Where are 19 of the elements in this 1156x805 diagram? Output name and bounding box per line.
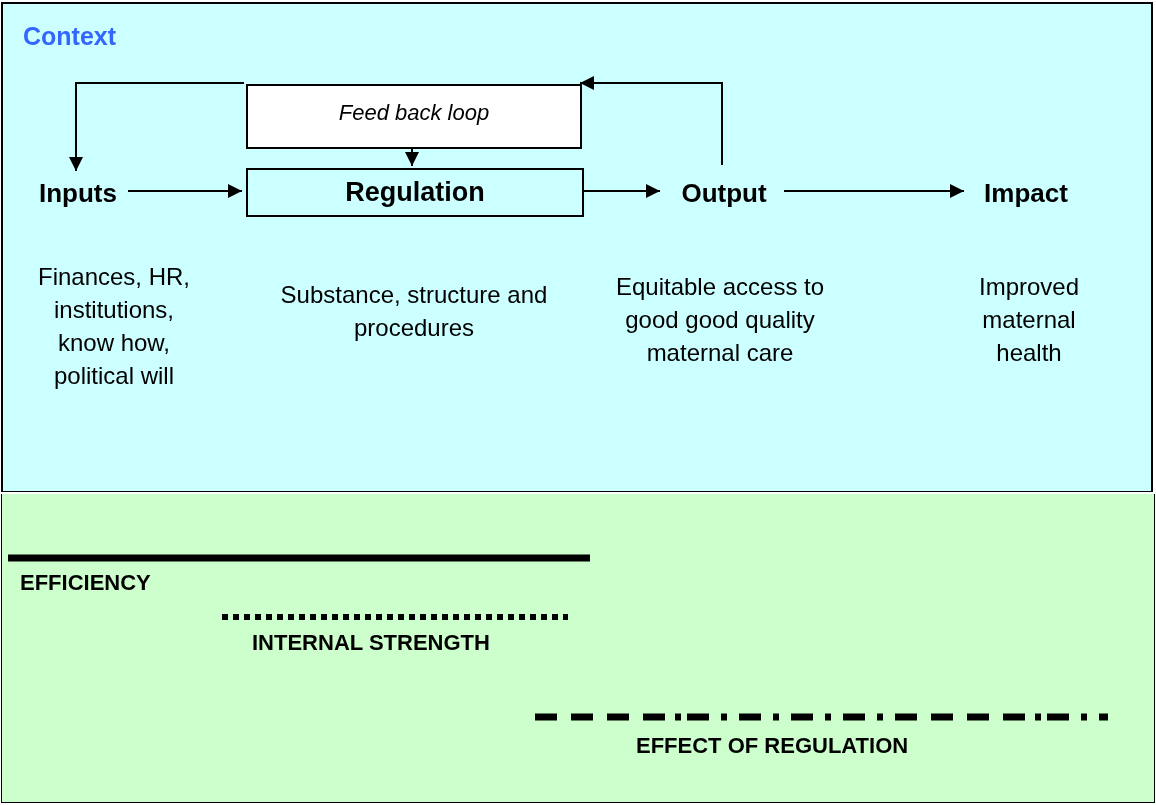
stage-label: Inputs (28, 175, 128, 211)
stage-label: Impact (968, 175, 1084, 211)
context-panel (1, 2, 1153, 492)
process-box: Regulation (246, 168, 584, 217)
description-text: Improved maternal health (977, 272, 1080, 368)
description-text: Substance, structure and procedures (279, 280, 549, 343)
range-label: INTERNAL STRENGTH (252, 630, 490, 656)
arrow (127, 184, 243, 198)
description-text: Equitable access to good good quality maternal care (614, 272, 826, 368)
arrow (579, 76, 723, 166)
panel-title: Context (23, 22, 117, 51)
arrow (783, 184, 965, 198)
stage-label: Output (664, 175, 784, 211)
range-label: EFFECT OF REGULATION (636, 733, 909, 759)
arrow (69, 82, 245, 172)
description-text: Finances, HR, institutions, know how, political will (36, 262, 192, 391)
process-box: Feed back loop (246, 84, 582, 149)
arrow (583, 184, 661, 198)
range-label: EFFICIENCY (20, 570, 151, 596)
